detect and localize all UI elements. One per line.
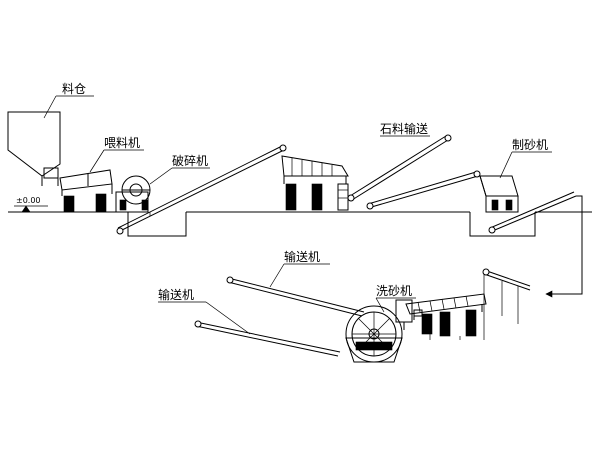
stone-conveyor-label-leader: 石料输送 xyxy=(380,121,430,137)
flow-connector xyxy=(545,195,583,298)
elevation-label: ±0.00 xyxy=(16,196,41,205)
sand-maker xyxy=(479,175,519,213)
crusher-pit xyxy=(127,212,187,237)
crusher xyxy=(115,175,151,213)
hopper-label-leader: 料仓 xyxy=(43,82,94,119)
lower-output-conveyor-label: 输送机 xyxy=(158,287,194,302)
elevation-mark: ±0.00 xyxy=(14,196,48,213)
sand-maker-label-leader: 制砂机 xyxy=(499,138,552,179)
sand-washer-label-leader: 洗砂机 xyxy=(375,284,416,313)
upper-output-conveyor-label-leader: 输送机 xyxy=(269,249,330,288)
conveyor-to-screen-2 xyxy=(482,268,531,340)
feeder-label: 喂料机 xyxy=(104,136,140,150)
stone-conveyor-label: 石料输送 xyxy=(380,121,428,136)
feeder-label-leader: 喂料机 xyxy=(89,136,144,173)
vibrating-screen-1 xyxy=(281,155,349,184)
sand-maker-label: 制砂机 xyxy=(512,138,548,152)
lower-output-conveyor-label-leader: 输送机 xyxy=(158,287,251,335)
screen-1-discharge xyxy=(285,183,349,211)
conveyor-sand-out xyxy=(488,191,577,234)
sand-maker-pit xyxy=(469,212,536,237)
feeder xyxy=(59,169,113,213)
crusher-label: 破碎机 xyxy=(172,153,208,168)
stone-conveyor xyxy=(347,134,452,202)
sand-washer xyxy=(345,299,413,363)
upper-output-conveyor-label: 输送机 xyxy=(284,249,320,264)
conveyor-1 xyxy=(116,144,287,235)
conveyor-to-sand-maker xyxy=(366,170,481,210)
hopper-label: 料仓 xyxy=(62,82,86,96)
screen-2-discharge xyxy=(413,309,477,340)
hopper xyxy=(7,111,61,186)
crusher-label-leader: 破碎机 xyxy=(149,153,210,185)
sand-washer-label: 洗砂机 xyxy=(376,284,412,298)
upper-output-conveyor xyxy=(226,276,365,317)
lower-output-conveyor xyxy=(194,320,341,357)
